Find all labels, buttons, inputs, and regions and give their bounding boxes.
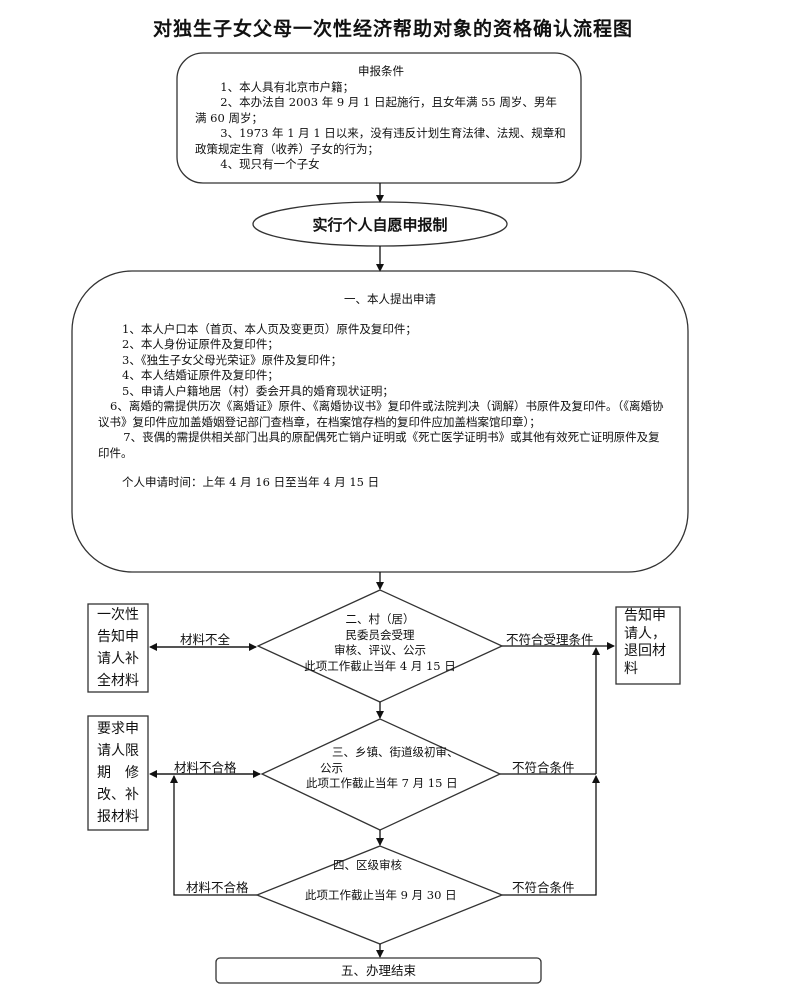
- conditions-heading: 申报条件: [358, 64, 404, 78]
- step3-left-label: 材料不合格: [174, 760, 237, 775]
- correct-box: [87, 715, 149, 831]
- condition-item: 2、本办法自 2003 年 9 月 1 日起施行，且女年满 55 周岁、男年满 …: [195, 95, 557, 125]
- step1-item: 7、丧偶的需提供相关部门出具的原配偶死亡销户证明或《死亡医学证明书》或其他有效死…: [98, 430, 660, 460]
- reject-line: 退回材: [624, 643, 666, 659]
- reject-box-text: 告知申 请人， 退回材 料: [624, 608, 680, 678]
- step2-line: 民委员会受理: [345, 627, 415, 642]
- step5-box: [215, 957, 542, 984]
- correct-line: 改、补: [97, 787, 139, 803]
- step1-item: 1、本人户口本（首页、本人页及变更页）原件及复印件；: [122, 321, 417, 336]
- condition-item: 3、1973 年 1 月 1 日以来，没有违反计划生育法律、法规、规章和政策规定…: [195, 126, 566, 156]
- step3-right-label: 不符合条件: [512, 760, 575, 775]
- step2-left-label: 材料不全: [180, 632, 231, 647]
- step1-item: 5、申请人户籍地居（村）委会开具的婚育现状证明；: [122, 383, 394, 398]
- step1-text: 一、本人提出申请 1、本人户口本（首页、本人页及变更页）原件及复印件； 2、本人…: [98, 292, 670, 491]
- arrow-step4-right: [502, 775, 600, 896]
- step5-label: 五、办理结束: [340, 963, 416, 978]
- step1-time: 个人申请时间：上年 4 月 16 日至当年 4 月 15 日: [122, 475, 380, 489]
- conditions-box: [176, 52, 582, 184]
- step1-item: 3、《独生子女父母光荣证》原件及复印件；: [122, 352, 343, 367]
- condition-item: 1、本人具有北京市户籍；: [220, 79, 355, 94]
- supplement-line: 一次性: [97, 607, 139, 623]
- supplement-box-text: 一次性 告知申 请人补 全材料: [88, 604, 148, 692]
- reject-box: [615, 606, 681, 685]
- step4-left-label: 材料不合格: [186, 880, 249, 895]
- step1-heading: 一、本人提出申请: [344, 292, 436, 306]
- step4-text: 四、区级审核 此项工作截止当年 9 月 30 日: [300, 858, 500, 903]
- step2-text: 二、村（居） 民委员会受理 审核、评议、公示 此项工作截止当年 4 月 15 日: [290, 612, 470, 674]
- supplement-line: 告知申: [97, 629, 139, 645]
- step4-line: 四、区级审核: [333, 858, 402, 872]
- step3-line: 此项工作截止当年 7 月 15 日: [306, 776, 458, 790]
- step2-right-label: 不符合受理条件: [506, 632, 594, 647]
- voluntary-label: 实行个人自愿申报制: [312, 216, 448, 234]
- correct-line: 报材料: [97, 809, 139, 825]
- page-title: 对独生子女父母一次性经济帮助对象的资格确认流程图: [152, 18, 633, 40]
- step3-line: 公示: [320, 760, 343, 775]
- reject-line: 告知申: [624, 608, 666, 624]
- step2-line: 审核、评议、公示: [334, 643, 426, 657]
- step2-line: 此项工作截止当年 4 月 15 日: [304, 658, 456, 673]
- condition-item: 4、现只有一个子女: [220, 157, 320, 171]
- arrow-step4-left: [170, 775, 257, 896]
- supplement-line: 全材料: [97, 673, 139, 689]
- reject-line: 请人，: [624, 625, 666, 642]
- correct-line: 期 修: [97, 765, 139, 781]
- step3-text: 三、乡镇、街道级初审、 公示 此项工作截止当年 7 月 15 日: [300, 745, 500, 792]
- reject-line: 料: [624, 660, 638, 677]
- conditions-text: 申报条件 1、本人具有北京市户籍； 2、本办法自 2003 年 9 月 1 日起…: [195, 64, 567, 173]
- step4-right-label: 不符合条件: [512, 880, 575, 895]
- correct-box-text: 要求申 请人限 期 修 改、补 报材料: [88, 718, 148, 828]
- step4-line: 此项工作截止当年 9 月 30 日: [305, 887, 457, 902]
- step3-line: 三、乡镇、街道级初审、: [332, 745, 459, 759]
- step1-item: 6、离婚的需提供历次《离婚证》原件、《离婚协议书》复印件或法院判决（调解）书原件…: [98, 399, 664, 429]
- step2-line: 二、村（居）: [345, 612, 415, 626]
- step1-item: 2、本人身份证原件及复印件；: [122, 337, 279, 351]
- correct-line: 请人限: [97, 743, 139, 759]
- step1-item: 4、本人结婚证原件及复印件；: [122, 368, 279, 382]
- correct-line: 要求申: [97, 721, 139, 737]
- supplement-box: [87, 603, 149, 693]
- supplement-line: 请人补: [97, 651, 139, 667]
